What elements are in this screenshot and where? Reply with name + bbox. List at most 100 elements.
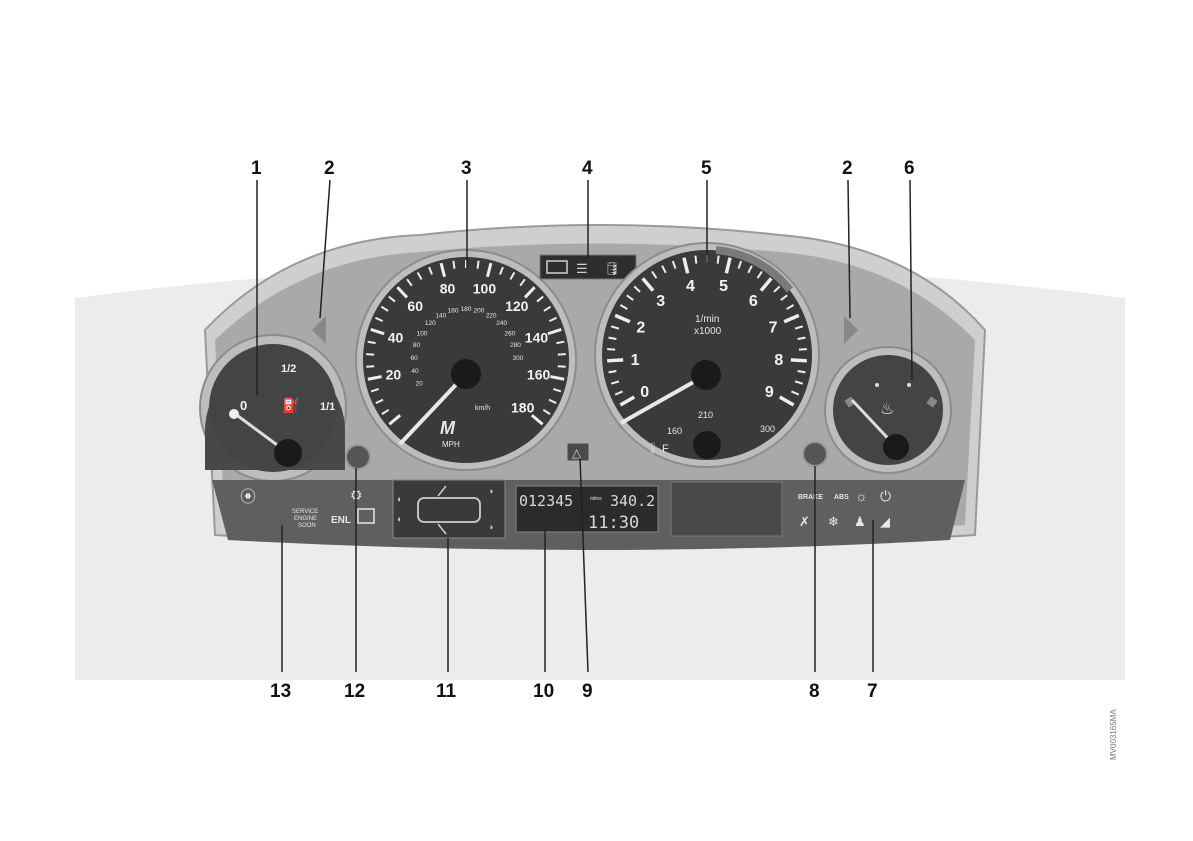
- mph-tick: [366, 366, 374, 367]
- dsc-warning-icon: △: [572, 446, 582, 460]
- rpm-label: 5: [719, 278, 728, 295]
- rpm-label: 4: [686, 278, 695, 295]
- rpm-label: 6: [749, 293, 758, 310]
- callout-4: 4: [582, 158, 593, 179]
- mph-label: 20: [386, 366, 402, 382]
- fuel-pump-icon: ⛽: [282, 397, 299, 414]
- trip-odometer: 340.2: [610, 492, 655, 510]
- image-credit: MV003165MA: [1109, 709, 1118, 760]
- front-right-lamp-icon: ◑: [488, 486, 493, 496]
- service-line-3: SOON: [298, 523, 316, 529]
- service-line-1: SERVICE: [292, 509, 318, 515]
- oil-temp-icon: 🌡: [646, 442, 660, 455]
- rpm-label: 3: [656, 293, 665, 310]
- callout-2-left: 2: [324, 158, 335, 179]
- mph-label: 60: [407, 298, 423, 314]
- fuel-gauge: 0 1/2 1/1 ⛽: [200, 335, 346, 481]
- oil-pressure-icon: 🛢: [604, 261, 621, 276]
- oil-temp-label-300: 300: [760, 424, 775, 434]
- callout-10: 10: [533, 681, 554, 702]
- coolant-gauge-hub: [883, 434, 909, 460]
- kmh-label: 220: [486, 312, 497, 319]
- fuel-empty-label: 0: [240, 398, 247, 413]
- rear-fog-light-icon: ⦿: [240, 488, 256, 506]
- kmh-label: 140: [435, 312, 446, 319]
- rpm-label: 8: [774, 352, 783, 369]
- rpm-tick: [798, 338, 806, 339]
- rpm-unit-label-1: 1/min: [695, 314, 719, 325]
- high-beam-icon: ☰: [576, 261, 588, 276]
- rpm-tick: [609, 338, 617, 339]
- door-lamp-display: ◐ ◐ ◑ ◑: [393, 480, 505, 538]
- rpm-tick: [791, 360, 807, 361]
- oil-temp-hub: [693, 431, 721, 459]
- kmh-label: 180: [461, 306, 472, 313]
- oil-temp-label-210: 210: [698, 410, 713, 420]
- kmh-unit-label: km/h: [475, 405, 490, 412]
- rpm-tick: [695, 256, 696, 264]
- rpm-label: 0: [640, 384, 649, 401]
- mph-label: 180: [511, 400, 535, 416]
- kmh-label: 100: [417, 330, 428, 337]
- trip-unit: miles: [590, 496, 602, 502]
- oil-temp-label-160: 160: [667, 426, 682, 436]
- kmh-label: 200: [474, 308, 485, 315]
- fuel-reserve-light: [229, 409, 239, 419]
- mph-tick: [453, 261, 454, 269]
- coolant-temperature-gauge: ♨: [825, 347, 951, 473]
- mph-tick: [558, 366, 566, 367]
- kmh-label: 160: [448, 308, 459, 315]
- callout-7: 7: [867, 681, 878, 702]
- mph-label: 100: [473, 280, 497, 296]
- oil-temp-unit: F: [662, 443, 669, 455]
- tachometer-hub: [691, 360, 721, 390]
- rpm-label: 7: [769, 319, 778, 336]
- onboard-computer-display: [671, 482, 782, 536]
- odometer-display: 012345 miles 340.2 11:30: [516, 486, 658, 533]
- abs-warning-label: ABS: [834, 494, 849, 501]
- coolant-temperature-icon: ♨: [880, 401, 894, 418]
- clock-display: 11:30: [588, 513, 639, 533]
- callout-1: 1: [251, 158, 262, 179]
- mph-unit-label: MPH: [442, 440, 460, 449]
- rpm-unit-label-2: x1000: [694, 326, 722, 337]
- fuel-full-label: 1/1: [320, 401, 335, 413]
- callout-9: 9: [582, 681, 593, 702]
- kmh-label: 280: [510, 342, 521, 349]
- kmh-label: 40: [411, 368, 419, 375]
- callout-5: 5: [701, 158, 712, 179]
- rpm-tick: [718, 256, 719, 264]
- fuel-half-label: 1/2: [281, 363, 296, 375]
- callout-11: 11: [436, 681, 457, 702]
- front-left-lamp-icon: ◐: [397, 494, 402, 504]
- enl-label: ENL: [331, 515, 351, 526]
- kmh-label: 60: [410, 355, 418, 362]
- mph-label: 160: [527, 366, 551, 382]
- airbag-icon: ♟: [854, 514, 866, 529]
- climate-icon: ❄: [828, 514, 839, 529]
- odometer-total: 012345: [519, 492, 573, 510]
- rpm-tick: [609, 371, 617, 372]
- rpm-tick: [798, 371, 806, 372]
- fuel-gauge-hub: [274, 439, 302, 467]
- service-reset-button: [346, 445, 370, 469]
- callout-12: 12: [344, 681, 365, 702]
- bulb-failure-icon: ☼: [855, 488, 868, 504]
- mph-label: 140: [525, 329, 549, 345]
- mph-label: 40: [388, 329, 404, 345]
- callout-13: 13: [270, 681, 291, 702]
- kmh-label: 120: [425, 320, 436, 327]
- kmh-label: 20: [415, 380, 423, 387]
- callout-6: 6: [904, 158, 915, 179]
- m-logo: M: [440, 418, 456, 438]
- mph-label: 80: [440, 280, 456, 296]
- tire-pressure-icon: ⏻: [880, 488, 891, 504]
- rpm-label: 9: [765, 384, 774, 401]
- kmh-label: 80: [413, 342, 421, 349]
- rear-left-lamp-icon: ◐: [397, 514, 402, 524]
- kmh-label: 240: [496, 320, 507, 327]
- speedometer-hub: [451, 359, 481, 389]
- rpm-label: 1: [631, 352, 640, 369]
